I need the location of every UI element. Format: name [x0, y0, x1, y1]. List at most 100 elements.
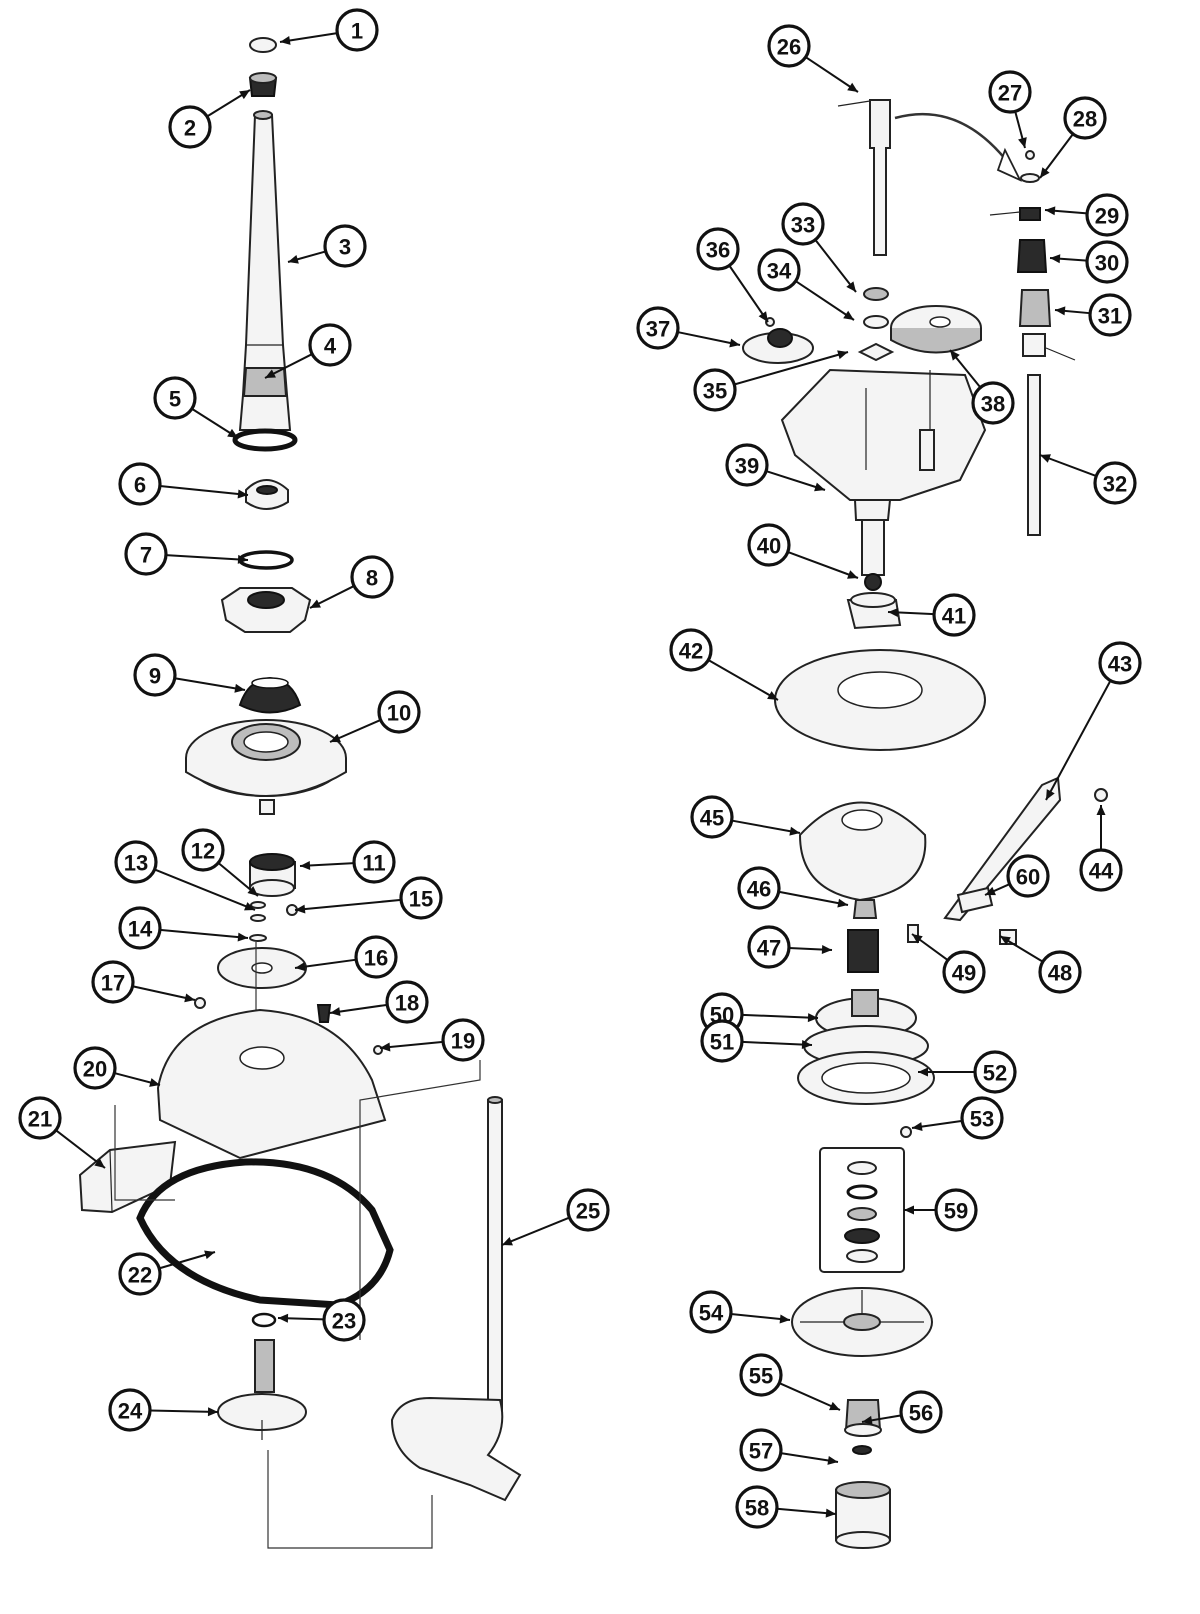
part-21-block — [78, 1140, 177, 1214]
callout-circle-36 — [696, 227, 740, 271]
callout-circle-53 — [960, 1096, 1004, 1140]
leader-arrow-45 — [789, 826, 800, 836]
callout-number-14: 14 — [128, 917, 153, 942]
callout-52: 52 — [973, 1050, 1017, 1094]
callout-number-58: 58 — [745, 1496, 769, 1521]
leader-arrow-35 — [837, 350, 848, 360]
callout-circle-20 — [73, 1046, 117, 1090]
callout-26: 26 — [767, 24, 811, 68]
leader-line-46 — [778, 890, 849, 906]
part-22-gasket — [136, 1158, 394, 1309]
callout-number-13: 13 — [124, 851, 148, 876]
leader-line-40 — [787, 551, 859, 579]
callout-number-24: 24 — [118, 1399, 143, 1424]
leader-line-37 — [677, 331, 741, 346]
leader-arrow-36 — [758, 311, 768, 322]
callout-number-9: 9 — [149, 664, 161, 689]
callout-number-54: 54 — [699, 1301, 724, 1326]
leader-arrow-53 — [912, 1122, 923, 1132]
callout-number-10: 10 — [387, 701, 411, 726]
leader-line-42 — [707, 659, 779, 701]
callout-28: 28 — [1063, 96, 1107, 140]
callout-circle-35 — [693, 368, 737, 412]
leader-line-15 — [294, 898, 402, 911]
callout-circle-24 — [108, 1388, 152, 1432]
callout-circle-40 — [747, 523, 791, 567]
callout-number-53: 53 — [970, 1107, 994, 1132]
callout-circle-18 — [385, 980, 429, 1024]
callout-circle-7 — [124, 532, 168, 576]
leader-arrow-47 — [821, 945, 832, 955]
leader-arrow-26 — [847, 82, 858, 92]
callout-number-17: 17 — [101, 971, 125, 996]
leader-arrow-9 — [234, 683, 245, 693]
part-39-housing — [780, 368, 987, 501]
leader-arrow-51 — [801, 1040, 812, 1050]
leader-line-13 — [154, 868, 256, 911]
callout-27: 27 — [988, 70, 1032, 114]
callout-number-60: 60 — [1016, 865, 1040, 890]
callout-number-36: 36 — [706, 238, 730, 263]
callout-circle-47 — [747, 925, 791, 969]
part-1-ring — [249, 37, 277, 53]
callout-number-6: 6 — [134, 473, 146, 498]
part-5-o-ring — [232, 428, 298, 452]
callout-number-29: 29 — [1095, 204, 1119, 229]
callout-circle-11 — [352, 840, 396, 884]
callout-number-51: 51 — [710, 1030, 734, 1055]
callout-36: 36 — [696, 227, 740, 271]
callout-leaders — [55, 32, 1112, 1518]
callout-number-33: 33 — [791, 213, 815, 238]
part-25-crank — [390, 1396, 522, 1502]
leader-line-7 — [165, 554, 249, 561]
leader-arrow-39 — [814, 482, 825, 492]
callout-30: 30 — [1085, 240, 1129, 284]
callout-25: 25 — [566, 1188, 610, 1232]
leader-arrow-40 — [847, 570, 858, 579]
part-44-screw — [1094, 788, 1108, 802]
callout-circle-60 — [1006, 854, 1050, 898]
leader-line-26 — [805, 56, 859, 93]
leader-arrow-22 — [204, 1250, 215, 1260]
callout-31: 31 — [1088, 293, 1132, 337]
part-23-ring — [251, 1312, 277, 1328]
leader-arrow-23 — [278, 1313, 289, 1323]
callout-51: 51 — [700, 1019, 744, 1063]
leader-arrow-41 — [888, 607, 899, 617]
callout-47: 47 — [747, 925, 791, 969]
callout-circle-45 — [690, 795, 734, 839]
leader-line-45 — [731, 819, 801, 834]
leader-arrow-7 — [237, 554, 248, 564]
leader-arrow-19 — [380, 1042, 391, 1052]
part-3-tube — [238, 114, 292, 431]
leader-line-6 — [159, 485, 249, 496]
part-35-washer — [857, 342, 895, 362]
part-27-clip — [1025, 150, 1035, 160]
callout-circle-56 — [899, 1390, 943, 1434]
callout-number-44: 44 — [1089, 859, 1114, 884]
leader-arrow-18 — [330, 1007, 341, 1017]
part-4-sleeve — [242, 367, 288, 397]
callout-55: 55 — [739, 1353, 783, 1397]
leader-line-36 — [728, 264, 769, 323]
callout-number-57: 57 — [749, 1439, 773, 1464]
callout-circle-17 — [91, 960, 135, 1004]
callout-number-48: 48 — [1048, 961, 1072, 986]
part-33-washer — [863, 287, 889, 301]
callout-circle-10 — [377, 690, 421, 734]
callout-circle-46 — [737, 866, 781, 910]
callout-number-12: 12 — [191, 839, 215, 864]
callout-circle-59 — [934, 1188, 978, 1232]
callout-33: 33 — [781, 202, 825, 246]
leader-arrow-55 — [829, 1401, 840, 1411]
callout-number-43: 43 — [1108, 652, 1132, 677]
callout-circle-58 — [735, 1485, 779, 1529]
callout-number-47: 47 — [757, 936, 781, 961]
leader-line-21 — [55, 1129, 106, 1169]
leader-arrow-5 — [227, 428, 238, 438]
callout-7: 7 — [124, 532, 168, 576]
leader-line-33 — [814, 239, 857, 293]
part-20-cover — [156, 1008, 387, 1160]
callout-number-22: 22 — [128, 1263, 152, 1288]
callout-number-27: 27 — [998, 81, 1022, 106]
